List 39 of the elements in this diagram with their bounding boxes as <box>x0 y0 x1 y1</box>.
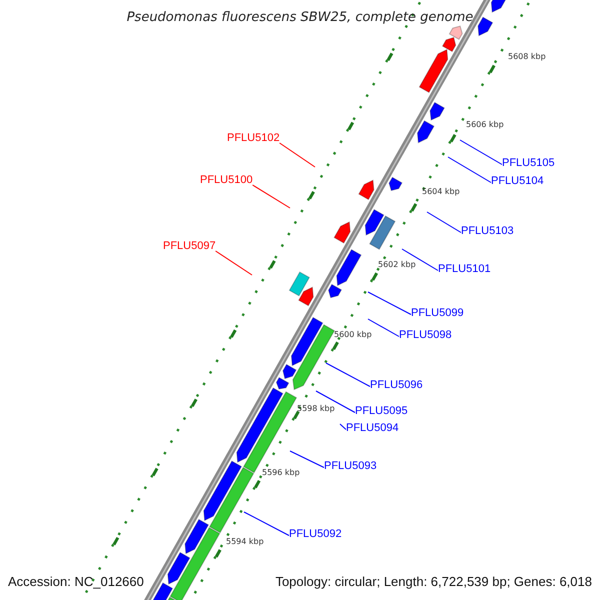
footer-text: Accession: NC_012660 <box>8 575 144 588</box>
leader-line <box>326 362 370 387</box>
footer-text: Topology: circular; Length: 6,722,539 bp; Genes: 6,018 <box>275 575 592 588</box>
tick-label: 5596 kbp <box>262 469 300 477</box>
gene-label: PFLU5104 <box>491 176 544 187</box>
gene-label: PFLU5095 <box>355 406 408 417</box>
tick-label: 5602 kbp <box>378 261 416 269</box>
gene-label: PFLU5099 <box>411 308 464 319</box>
leader-line <box>402 248 438 271</box>
leader-line <box>368 318 400 337</box>
gene-label: PFLU5094 <box>346 423 399 434</box>
leader-line <box>244 512 290 536</box>
tick-label: 5594 kbp <box>226 538 264 546</box>
gene-label: PFLU5097 <box>163 241 216 252</box>
gene-label: PFLU5102 <box>227 133 280 144</box>
gene-label: PFLU5093 <box>324 461 377 472</box>
gene-label: PFLU5105 <box>502 158 555 169</box>
leader-line <box>460 140 502 165</box>
tick-label: 5598 kbp <box>297 405 335 413</box>
leader-line <box>215 250 252 276</box>
gene-label: PFLU5101 <box>438 264 491 275</box>
tick-label: 5600 kbp <box>334 331 372 339</box>
leader-line <box>426 212 462 233</box>
tick-label: 5608 kbp <box>508 53 546 61</box>
leader-line <box>316 390 356 413</box>
title: Pseudomonas fluorescens SBW25, complete genome <box>126 11 474 24</box>
leader-line <box>290 450 324 468</box>
leader-line <box>279 142 316 168</box>
gene-label: PFLU5100 <box>200 175 253 186</box>
gene-label: PFLU5092 <box>289 529 342 540</box>
tick-label: 5604 kbp <box>422 188 460 196</box>
leader-line <box>252 184 290 208</box>
leader-line <box>448 156 492 183</box>
gene-label: PFLU5103 <box>461 226 514 237</box>
gene-label: PFLU5096 <box>370 380 423 391</box>
leader-line <box>368 292 412 315</box>
leader-line <box>340 424 346 430</box>
tick-label: 5606 kbp <box>466 121 504 129</box>
gene-label: PFLU5098 <box>399 330 452 341</box>
